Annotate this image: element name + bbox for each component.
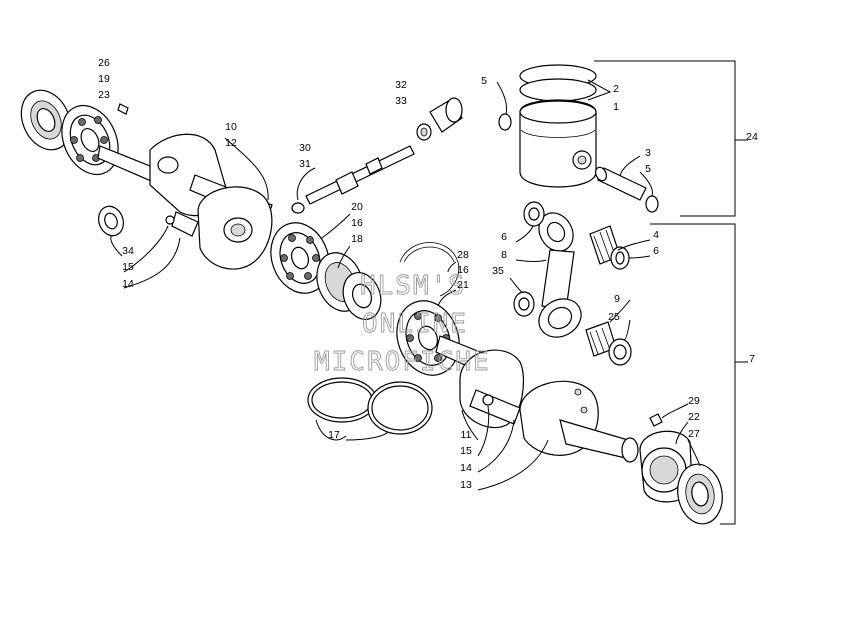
crank-half-left [97,133,273,270]
connecting-rod-8 [538,212,582,338]
part-label-25: 25 [608,311,620,323]
part-label-19: 19 [98,73,110,85]
seal-27 [677,463,723,525]
seal-16-18 [316,252,382,320]
part-label-4: 4 [653,229,659,241]
part-label-20: 20 [351,201,363,213]
watermark: HLSM'S ONLINE MICROFICHE [314,271,491,378]
watermark-line-2: ONLINE [362,309,468,339]
pump-drive-shaft-30 [291,145,415,214]
part-label-32: 32 [395,79,407,91]
part-label-3: 3 [645,147,651,159]
part-label-15: 15 [460,445,472,457]
wrist-pin-3 [594,166,659,213]
part-label-8: 8 [501,249,507,261]
cap-32-33 [416,97,463,141]
part-label-22: 22 [688,411,700,423]
part-label-35: 35 [492,265,504,277]
part-label-1: 1 [613,101,619,113]
part-label-29: 29 [688,395,700,407]
part-label-34: 34 [122,245,134,257]
piston-assembly [498,64,597,188]
part-label-31: 31 [299,158,311,170]
part-label-14: 14 [460,462,472,474]
part-label-10: 10 [225,121,237,133]
part-label-33: 33 [395,95,407,107]
part-label-12: 12 [225,137,237,149]
part-label-21: 21 [457,279,469,291]
part-label-14: 14 [122,278,134,290]
part-label-24: 24 [746,131,758,143]
needle-bearing-9 [585,321,617,357]
part-label-13: 13 [460,479,472,491]
bearing-20 [270,222,330,294]
part-label-23: 23 [98,89,110,101]
part-label-28: 28 [457,249,469,261]
o-rings-17 [307,377,433,435]
key-23 [117,103,129,115]
leader-lines [110,79,701,491]
part-label-18: 18 [351,233,363,245]
watermark-line-1: HLSM'S [360,271,466,301]
part-label-26: 26 [98,57,110,69]
part-label-16: 16 [457,264,469,276]
clip-29 [649,413,663,427]
part-label-7: 7 [749,353,755,365]
part-label-30: 30 [299,142,311,154]
part-label-15: 15 [122,261,134,273]
washer-34 [98,205,124,237]
part-label-6: 6 [653,245,659,257]
part-label-17: 17 [328,429,340,441]
seal-26 [20,89,72,151]
watermark-line-3: MICROFICHE [314,347,491,377]
part-label-5: 5 [481,75,487,87]
part-label-2: 2 [613,83,619,95]
part-label-11: 11 [461,429,472,441]
part-label-9: 9 [614,293,620,305]
part-label-16: 16 [351,217,363,229]
part-label-27: 27 [688,428,700,440]
snap-ring-28 [399,242,460,297]
crank-half-right [459,349,639,463]
bracket-24 [594,60,748,217]
part-label-5: 5 [645,163,651,175]
bracket-7 [650,223,748,525]
part-label-6: 6 [501,231,507,243]
